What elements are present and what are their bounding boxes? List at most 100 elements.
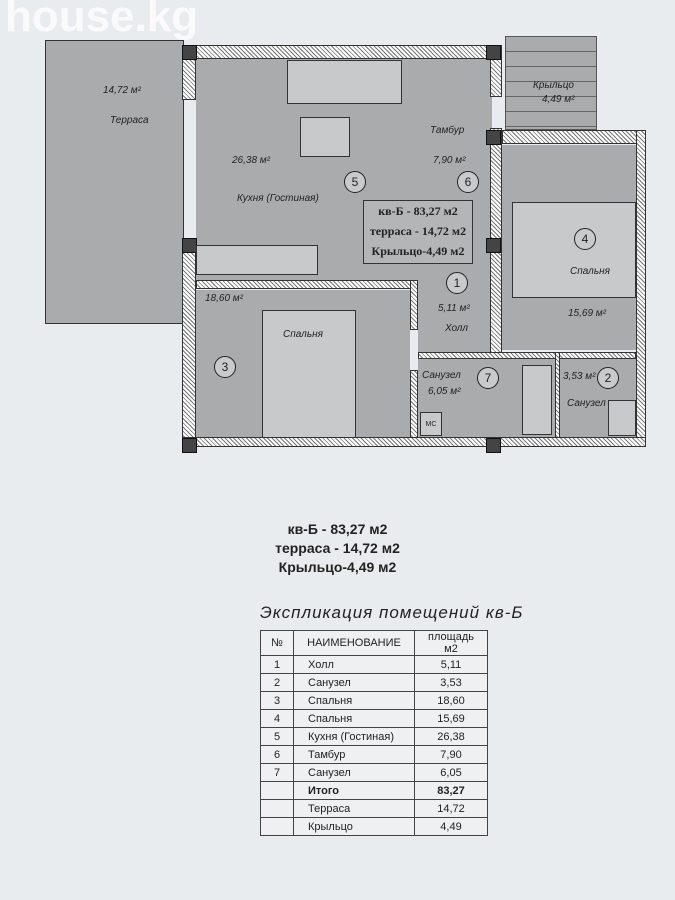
bed bbox=[512, 202, 636, 298]
col-header: площадь м2 bbox=[414, 630, 488, 656]
room-area: 26,38 м² bbox=[232, 155, 270, 166]
room-name: Крыльцо bbox=[533, 80, 574, 91]
table-cell bbox=[260, 781, 294, 800]
table-header-row: № НАИМЕНОВАНИЕ площадь м2 bbox=[260, 630, 488, 656]
dining-table bbox=[300, 117, 350, 157]
room-number: 4 bbox=[574, 228, 596, 250]
table-cell: Терраса bbox=[293, 799, 415, 818]
table-cell: 14,72 bbox=[414, 799, 488, 818]
room-name: Холл bbox=[445, 323, 469, 334]
table-cell: 26,38 bbox=[414, 727, 488, 746]
shower bbox=[608, 400, 636, 436]
room-area: 18,60 м² bbox=[205, 293, 243, 304]
summary-line: кв-Б - 83,27 м2 bbox=[287, 521, 388, 537]
table-title: Экспликация помещений кв-Б bbox=[260, 603, 524, 622]
table-cell bbox=[260, 817, 294, 836]
pillar bbox=[486, 238, 501, 253]
table-cell bbox=[260, 799, 294, 818]
room-area: 3,53 м² bbox=[563, 371, 596, 382]
room-number: 2 bbox=[597, 367, 619, 389]
table-cell: Спальня bbox=[293, 709, 415, 728]
summary-line: Крыльцо-4,49 м2 bbox=[278, 559, 397, 575]
sofa bbox=[287, 60, 402, 104]
table-cell: Кухня (Гостиная) bbox=[293, 727, 415, 746]
table-cell: 4 bbox=[260, 709, 294, 728]
wall bbox=[196, 280, 416, 289]
room-number: 7 bbox=[477, 367, 499, 389]
room-name: Спальня bbox=[570, 266, 610, 277]
table-cell: 18,60 bbox=[414, 691, 488, 710]
room-number: 5 bbox=[344, 171, 366, 193]
kitchen-counter bbox=[196, 245, 318, 275]
wall bbox=[418, 352, 636, 359]
hall-area bbox=[418, 288, 500, 356]
room-name: Кухня (Гостиная) bbox=[237, 193, 319, 204]
room-area: 14,72 м² bbox=[103, 85, 141, 96]
table-cell: Тамбур bbox=[293, 745, 415, 764]
pillar bbox=[182, 238, 197, 253]
legend-line: кв-Б - 83,27 м2 bbox=[378, 204, 458, 218]
table-cell: 15,69 bbox=[414, 709, 488, 728]
table-cell: Санузел bbox=[293, 763, 415, 782]
table-cell: 1 bbox=[260, 655, 294, 674]
table-cell: 7 bbox=[260, 763, 294, 782]
room-area: 4,49 м² bbox=[542, 94, 575, 105]
col-header: НАИМЕНОВАНИЕ bbox=[293, 630, 415, 656]
bed bbox=[262, 310, 356, 438]
washer: МС bbox=[420, 412, 442, 436]
pillar bbox=[486, 45, 501, 60]
table-cell: Санузел bbox=[293, 673, 415, 692]
pillar bbox=[486, 438, 501, 453]
wall bbox=[410, 370, 418, 440]
wall bbox=[182, 45, 502, 59]
legend-line: Крыльцо-4,49 м2 bbox=[371, 244, 465, 258]
bathtub bbox=[522, 365, 552, 435]
watermark-logo: house.kg bbox=[5, 0, 199, 41]
table-cell: 3 bbox=[260, 691, 294, 710]
wall bbox=[182, 437, 646, 447]
pillar bbox=[486, 130, 501, 145]
wall bbox=[182, 240, 196, 440]
room-area: 15,69 м² bbox=[568, 308, 606, 319]
room-number: 6 bbox=[457, 171, 479, 193]
pillar bbox=[182, 45, 197, 60]
wall bbox=[555, 352, 560, 440]
col-header: № bbox=[260, 630, 294, 656]
wall bbox=[410, 280, 418, 330]
room-number: 3 bbox=[214, 356, 236, 378]
area-summary: кв-Б - 83,27 м2 терраса - 14,72 м2 Крыль… bbox=[0, 520, 675, 577]
wall bbox=[502, 130, 645, 144]
table-cell: 83,27 bbox=[414, 781, 488, 800]
table-cell: 5 bbox=[260, 727, 294, 746]
table-cell: 7,90 bbox=[414, 745, 488, 764]
room-name: Терраса bbox=[110, 115, 149, 126]
summary-line: терраса - 14,72 м2 bbox=[275, 540, 400, 556]
table-cell: 3,53 bbox=[414, 673, 488, 692]
wall bbox=[636, 130, 646, 445]
table-cell: Спальня bbox=[293, 691, 415, 710]
room-name: Спальня bbox=[283, 329, 323, 340]
table-cell: 6 bbox=[260, 745, 294, 764]
room-name: Санузел bbox=[422, 370, 461, 381]
table-cell: Крыльцо bbox=[293, 817, 415, 836]
room-area: 7,90 м² bbox=[433, 155, 466, 166]
table-cell: 5,11 bbox=[414, 655, 488, 674]
table-cell: 2 bbox=[260, 673, 294, 692]
pillar bbox=[182, 438, 197, 453]
room-name: Санузел bbox=[567, 398, 606, 409]
table-cell: Итого bbox=[293, 781, 415, 800]
terrace-area bbox=[45, 40, 184, 324]
room-area: 6,05 м² bbox=[428, 386, 461, 397]
room-area: 5,11 м² bbox=[438, 303, 470, 314]
table-cell: 6,05 bbox=[414, 763, 488, 782]
table-cell: 4,49 bbox=[414, 817, 488, 836]
